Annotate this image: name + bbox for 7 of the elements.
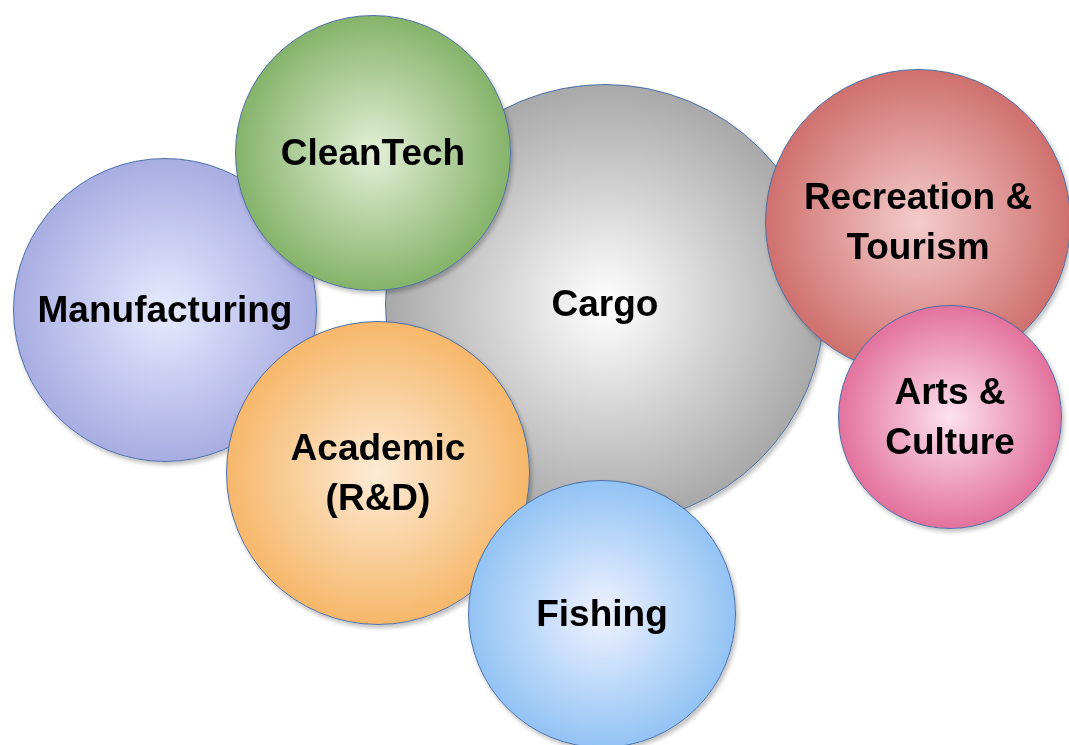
- bubble-label: Cargo: [551, 282, 659, 327]
- bubble-label: Manufacturing: [37, 288, 293, 333]
- bubble-label: Recreation & Tourism: [802, 175, 1034, 269]
- bubble-label: Fishing: [536, 592, 668, 637]
- bubble-label: Academic (R&D): [289, 426, 467, 520]
- bubble-label: Arts & Culture: [884, 370, 1016, 464]
- bubble-label: CleanTech: [280, 131, 466, 176]
